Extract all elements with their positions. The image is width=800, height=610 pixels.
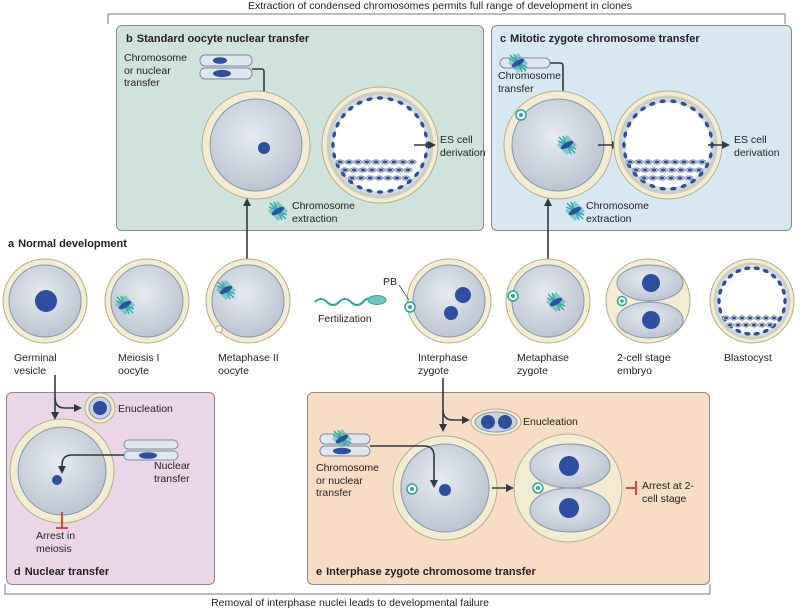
stage-label-germinal-vesicle: Germinal vesicle [14, 352, 57, 377]
extraction-label-left: Chromosome extraction [292, 200, 356, 225]
stage-label-metaphase-zygote: Metaphase zygote [517, 352, 569, 377]
panel-d-outcome-label: Arrest in meiosis [36, 530, 76, 555]
panel-d-enucleation-label: Enucleation [118, 403, 173, 415]
stage-label-meiosis-i: Meiosis I oocyte [118, 352, 160, 377]
stage-label-metaphase-ii: Metaphase II oocyte [218, 352, 279, 377]
top-caption: Extraction of condensed chromosomes perm… [160, 0, 720, 13]
panel-b-title-text: Standard oocyte nuclear transfer [136, 33, 310, 45]
panel-b-letter: b [126, 33, 133, 45]
panel-e-letter: e [316, 566, 323, 578]
normal-development-row [2, 258, 795, 344]
panel-b-artwork [199, 54, 439, 204]
panel-a-title-text: Normal development [18, 238, 127, 250]
panel-e-enucleation-label: Enucleation [523, 416, 578, 428]
bottom-bracket [4, 584, 711, 595]
panel-d-inject-label: Nuclear transfer [154, 460, 191, 485]
panel-c-outcome-label: ES cell derivation [734, 134, 780, 159]
panel-c-title-text: Mitotic zygote chromosome transfer [510, 33, 700, 45]
panel-c-artwork [499, 52, 730, 200]
panel-e-inject-label: Chromosome or nuclear transfer [316, 462, 380, 499]
stage-label-interphase-zygote: Interphase zygote [418, 352, 468, 377]
fertilization-label: Fertilization [318, 313, 372, 325]
stage-label-2-cell: 2-cell stage embryo [617, 352, 671, 377]
panel-c-letter: c [500, 33, 507, 45]
pb-label: PB [383, 276, 398, 288]
panel-e-title-text: Interphase zygote chromosome transfer [326, 566, 536, 578]
extraction-arrows [243, 198, 586, 262]
panel-c-inject-label: Chromosome transfer [498, 70, 562, 95]
panel-b-inject-label: Chromosome or nuclear transfer [124, 52, 188, 89]
panel-a-letter: a [8, 238, 15, 250]
panel-e-outcome-label: Arrest at 2-cell stage [642, 480, 694, 505]
panel-b-outcome-label: ES cell derivation [440, 134, 486, 159]
stage-label-blastocyst: Blastocyst [724, 352, 772, 364]
panel-d-letter: d [14, 566, 21, 578]
extraction-label-right: Chromosome extraction [586, 200, 650, 225]
panel-d-artwork [9, 375, 179, 529]
top-bracket [107, 13, 786, 24]
panel-d-title-text: Nuclear transfer [24, 566, 110, 578]
bottom-caption: Removal of interphase nuclei leads to de… [140, 597, 560, 610]
panel-e-artwork [319, 378, 637, 543]
